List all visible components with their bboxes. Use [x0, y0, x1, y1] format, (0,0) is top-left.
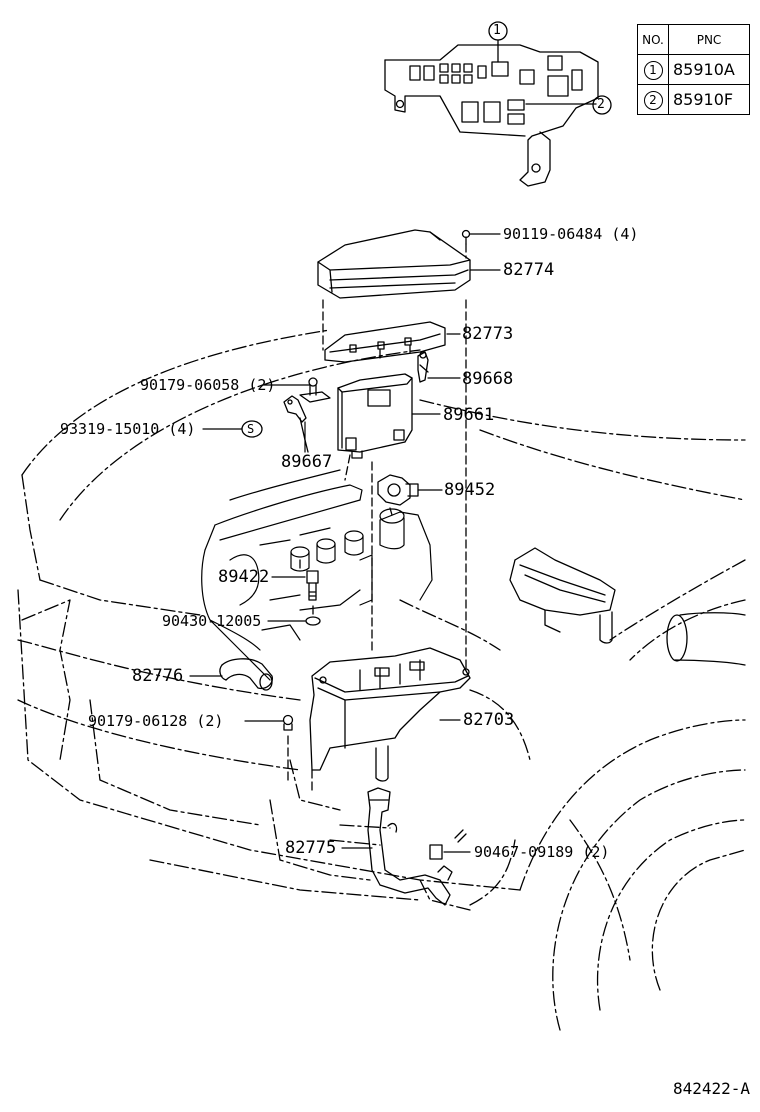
symbol-s: S [247, 422, 255, 436]
wire-harness [367, 787, 453, 906]
part-label-82773[interactable]: 82773 [462, 324, 514, 344]
header-no: NO. [637, 24, 669, 55]
table-row: 1 85910A [637, 54, 750, 85]
part-label-82703[interactable]: 82703 [463, 710, 515, 730]
callout-circles [488, 21, 612, 115]
leader-lines [189, 233, 501, 853]
row-number-badge: 1 [643, 61, 663, 80]
part-label-90179-06128[interactable]: 90179-06128 (2) [88, 712, 224, 730]
part-label-89422[interactable]: 89422 [218, 567, 270, 587]
part-label-90467-09189[interactable]: 90467-09189 (2) [474, 843, 610, 861]
part-label-90179-06058[interactable]: 90179-06058 (2) [140, 376, 276, 394]
part-label-89661[interactable]: 89661 [443, 405, 495, 425]
gasket [305, 616, 321, 626]
pnc-value: 85910F [668, 84, 750, 115]
part-label-89668[interactable]: 89668 [462, 369, 514, 389]
ecu-bracket-89667 [283, 377, 331, 453]
part-label-93319-15010[interactable]: 93319-15010 (4) [60, 420, 196, 438]
engine-ecu [337, 373, 413, 459]
relay-box-cover [317, 229, 471, 299]
temperature-sensor [306, 570, 319, 601]
vehicle-outline [17, 329, 746, 1031]
relay-box [309, 647, 471, 782]
part-label-82775[interactable]: 82775 [285, 838, 337, 858]
pnc-value: 85910A [668, 54, 750, 85]
callout-2-label: 2 [597, 97, 605, 112]
header-pnc: PNC [668, 24, 750, 55]
row-number-badge: 2 [643, 91, 663, 110]
ecu-bracket-89668 [417, 351, 429, 383]
air-intake-duct [509, 547, 746, 666]
part-label-89452[interactable]: 89452 [444, 480, 496, 500]
table-row: 2 85910F [637, 84, 750, 115]
hardware [241, 420, 467, 860]
part-label-82776[interactable]: 82776 [132, 666, 184, 686]
part-label-90430-12005[interactable]: 90430-12005 [162, 612, 262, 630]
relay-block-inset [384, 39, 599, 187]
pressure-sensor [377, 474, 419, 506]
relay-box-bracket [324, 321, 446, 363]
pnc-table: NO. PNC 1 85910A 2 85910F [637, 24, 750, 115]
connector-hose-82776 [219, 658, 273, 691]
part-label-89667[interactable]: 89667 [281, 452, 333, 472]
part-label-82774[interactable]: 82774 [503, 260, 555, 280]
part-label-90119-06484[interactable]: 90119-06484 (4) [503, 225, 639, 243]
callout-1-label: 1 [493, 23, 501, 38]
pnc-table-header: NO. PNC [637, 24, 750, 55]
drawing-id: 842422-A [672, 1079, 750, 1098]
assembly-lines [287, 243, 467, 791]
